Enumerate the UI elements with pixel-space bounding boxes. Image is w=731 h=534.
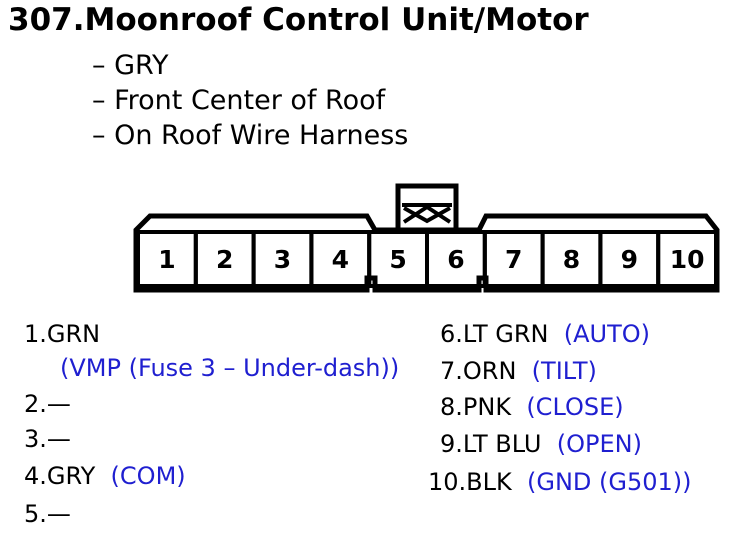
detail-harness: – On Roof Wire Harness bbox=[92, 120, 409, 151]
pin-description-row: 1.GRN bbox=[24, 320, 100, 348]
pin-description-row: 7.ORN (TILT) bbox=[440, 357, 597, 385]
pin-description-row: 9.LT BLU (OPEN) bbox=[440, 430, 642, 458]
pin-description-row: 6.LT GRN (AUTO) bbox=[440, 320, 650, 348]
pin-function-note: (GND (G501)) bbox=[511, 468, 692, 496]
pin-description-row: 8.PNK (CLOSE) bbox=[440, 393, 624, 421]
pin-wire-color: 3.— bbox=[24, 425, 71, 453]
pin-wire-color: 5.— bbox=[24, 500, 71, 528]
diagram-title: 307.Moonroof Control Unit/Motor bbox=[8, 2, 589, 38]
pin-description-row: 5.— bbox=[24, 500, 71, 528]
pin-cell-10 bbox=[656, 230, 719, 288]
pin-number-1: 1 bbox=[158, 245, 175, 274]
pin-function-note: (OPEN) bbox=[541, 430, 642, 458]
pin-number-9: 9 bbox=[621, 245, 638, 274]
detail-location: – Front Center of Roof bbox=[92, 85, 386, 116]
pin-wire-color: 6.LT GRN bbox=[440, 320, 549, 348]
pin-description-row: (VMP (Fuse 3 – Under-dash)) bbox=[60, 354, 399, 382]
pin-number-5: 5 bbox=[389, 245, 406, 274]
latch-mark-lower bbox=[403, 206, 451, 224]
pin-description-row: 10.BLK (GND (G501)) bbox=[428, 468, 692, 496]
pin-number-3: 3 bbox=[274, 245, 291, 274]
pin-number-8: 8 bbox=[563, 245, 580, 274]
pin-number-10: 10 bbox=[670, 245, 705, 274]
pin-function-note: (AUTO) bbox=[548, 320, 651, 348]
pin-description-row: 4.GRY (COM) bbox=[24, 462, 186, 490]
pin-number-7: 7 bbox=[505, 245, 522, 274]
pin-number-6: 6 bbox=[447, 245, 464, 274]
detail-color: – GRY bbox=[92, 50, 169, 81]
pin-wire-color: 9.LT BLU bbox=[440, 430, 542, 458]
pin-function-note: (COM) bbox=[95, 462, 186, 490]
pin-description-row: 3.— bbox=[24, 425, 71, 453]
pin-function-note: (TILT) bbox=[516, 357, 597, 385]
pin-wire-color: 8.PNK bbox=[440, 393, 512, 421]
latch-mark bbox=[402, 204, 452, 224]
pin-wire-color: 7.ORN bbox=[440, 357, 517, 385]
pin-number-2: 2 bbox=[216, 245, 233, 274]
pin-wire-color: 4.GRY bbox=[24, 462, 96, 490]
pin-wire-color: 10.BLK bbox=[428, 468, 512, 496]
pin-description-row: 2.— bbox=[24, 390, 71, 418]
pin-function-note: (CLOSE) bbox=[511, 393, 624, 421]
pin-wire-color: 1.GRN bbox=[24, 320, 101, 348]
pin-number-4: 4 bbox=[332, 245, 349, 274]
pin-function-note: (VMP (Fuse 3 – Under-dash)) bbox=[60, 354, 400, 382]
pin-wire-color: 2.— bbox=[24, 390, 71, 418]
